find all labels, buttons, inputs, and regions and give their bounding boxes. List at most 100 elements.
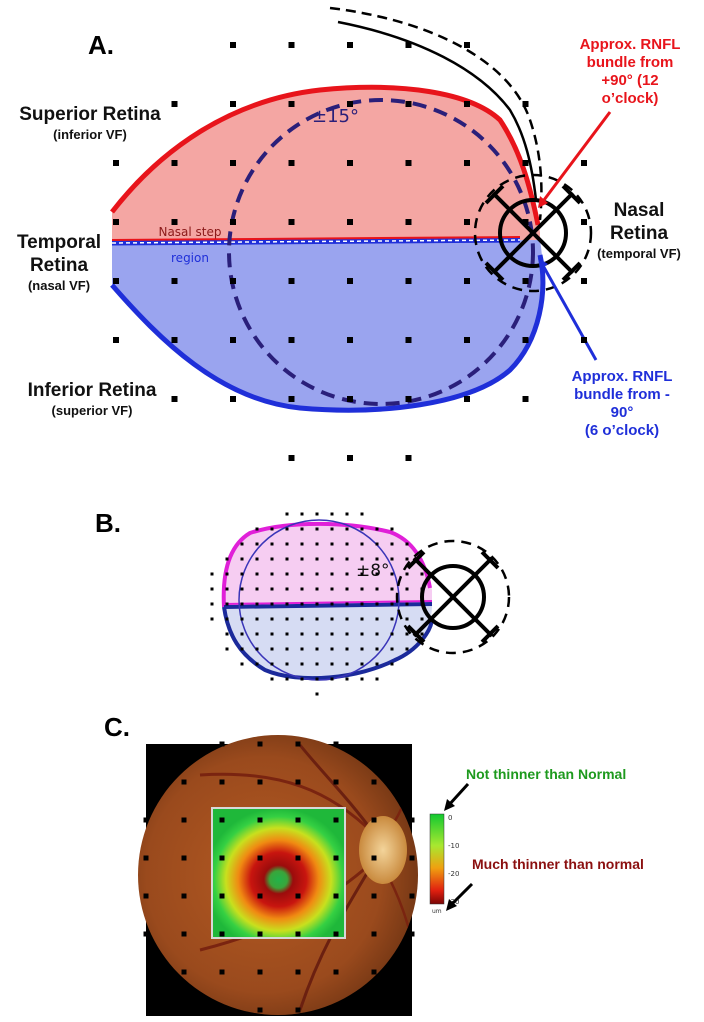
test-point (345, 617, 349, 621)
superior-retina-title: Superior Retina (19, 104, 161, 125)
test-point (285, 662, 289, 666)
test-point (300, 587, 304, 591)
test-point (230, 101, 236, 107)
test-point (255, 662, 259, 666)
test-point (255, 557, 259, 561)
test-point (315, 692, 319, 696)
test-point (181, 817, 187, 823)
test-point (300, 527, 304, 531)
test-point (219, 779, 225, 785)
test-point (315, 617, 319, 621)
test-point (405, 219, 412, 225)
test-point (255, 632, 259, 636)
test-point (210, 572, 214, 576)
test-point (409, 855, 415, 861)
test-point (360, 647, 364, 651)
test-point (390, 662, 394, 666)
test-point (375, 527, 379, 531)
crosshair-line-2 (491, 191, 575, 275)
test-point (219, 817, 225, 823)
test-point (171, 396, 178, 402)
test-point (390, 557, 394, 561)
test-point (581, 337, 587, 343)
test-point (240, 662, 244, 666)
test-point (240, 617, 244, 621)
test-point (375, 587, 379, 591)
test-point (347, 160, 353, 166)
test-point (300, 647, 304, 651)
test-point (375, 617, 379, 621)
inferior-retina-title: Inferior Retina (27, 380, 157, 401)
test-point (255, 647, 259, 651)
superior-retina-label: Superior Retina (inferior VF) (10, 104, 170, 142)
test-point (288, 337, 295, 343)
test-point (347, 42, 353, 48)
test-point (347, 278, 353, 284)
eight-degree-circle (238, 519, 400, 681)
blue-bundle-arrow (539, 261, 598, 361)
test-point (315, 572, 319, 576)
test-point (288, 160, 295, 166)
test-point (333, 855, 339, 861)
rnfl-curve-dashed (329, 6, 543, 221)
test-point (315, 527, 319, 531)
test-point (420, 587, 424, 591)
test-point (255, 587, 259, 591)
test-point (288, 101, 295, 107)
fundus-vessels (199, 744, 418, 1011)
test-point (330, 677, 334, 681)
legend-not-thinner: Not thinner than Normal (466, 766, 627, 782)
test-point (390, 572, 394, 576)
test-point (390, 647, 394, 651)
test-point (295, 969, 301, 975)
angle-label-8: ±8° (356, 561, 390, 581)
test-point (405, 557, 409, 561)
superior-retina-region (112, 87, 540, 243)
test-point (219, 893, 225, 899)
thickness-color-scale (429, 813, 445, 905)
test-point (295, 855, 301, 861)
test-point (295, 741, 301, 747)
test-point-grid-a (113, 42, 587, 461)
test-point (257, 1007, 263, 1013)
test-point (171, 219, 178, 225)
panel-a-letter: A. (88, 30, 114, 60)
test-point (288, 219, 295, 225)
test-point (405, 632, 409, 636)
test-point (360, 572, 364, 576)
test-point (315, 587, 319, 591)
test-point (360, 527, 364, 531)
test-point (360, 557, 364, 561)
test-point (345, 542, 349, 546)
test-point (315, 542, 319, 546)
test-point (405, 455, 412, 461)
test-point (330, 602, 334, 606)
test-point (345, 587, 349, 591)
test-point (300, 617, 304, 621)
test-point (295, 893, 301, 899)
test-point (113, 219, 119, 225)
test-point (333, 969, 339, 975)
test-point (330, 542, 334, 546)
test-point (143, 855, 149, 861)
test-point (257, 893, 263, 899)
test-point (405, 160, 412, 166)
test-point (371, 817, 377, 823)
test-point (257, 817, 263, 823)
test-point (375, 647, 379, 651)
test-point (375, 602, 379, 606)
temporal-vf-label: (nasal VF) (27, 277, 91, 293)
scale-tick-10: -10 (448, 842, 459, 850)
superior-red-border (110, 84, 541, 226)
test-point (270, 647, 274, 651)
test-point (295, 817, 301, 823)
test-point (288, 396, 295, 402)
test-point (345, 662, 349, 666)
test-point (375, 662, 379, 666)
test-point (345, 677, 349, 681)
test-point (225, 647, 229, 651)
test-point (219, 741, 225, 747)
test-point (257, 779, 263, 785)
test-point (375, 677, 379, 681)
test-point (240, 602, 244, 606)
